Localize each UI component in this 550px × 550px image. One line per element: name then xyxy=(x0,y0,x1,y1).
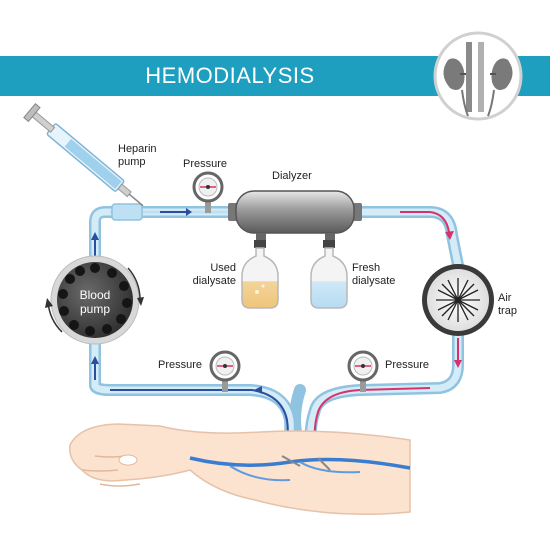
kidney-icon xyxy=(433,31,523,121)
pressure-gauge-icon xyxy=(209,350,241,392)
dialyzer-label: Dialyzer xyxy=(272,170,312,182)
syringe-icon xyxy=(23,103,144,207)
air-trap-label: Air trap xyxy=(498,292,517,318)
bottle-icon xyxy=(241,240,279,309)
pressure-right-label: Pressure xyxy=(385,359,430,371)
air-trap-icon xyxy=(422,264,494,336)
pressure-gauge-icon xyxy=(347,350,379,392)
air-trap-label-line2: trap xyxy=(498,305,517,317)
diagram-title: HEMODIALYSIS xyxy=(145,63,315,88)
pressure-gauge-icon xyxy=(192,171,224,213)
bottle-icon xyxy=(310,240,348,309)
arm-icon xyxy=(69,423,411,516)
used-dialysate-label: Used dialysate xyxy=(184,262,236,288)
blood-pump-label-line1: Blood xyxy=(79,288,111,302)
pressure-left-label: Pressure xyxy=(158,359,203,371)
air-trap-label-line1: Air xyxy=(498,292,512,304)
fresh-dialysate-label: Fresh dialysate xyxy=(352,262,395,288)
used-dialysate-label-line1: Used xyxy=(210,262,236,274)
used-dialysate-label-line2: dialysate xyxy=(192,275,236,287)
blood-pump-label: Blood pump xyxy=(70,288,120,316)
dialyzer-icon xyxy=(228,190,362,243)
blood-pump-icon xyxy=(45,255,144,345)
fresh-dialysate-label-line2: dialysate xyxy=(352,275,396,287)
heparin-pump-label-line2: pump xyxy=(118,156,146,168)
heparin-pump-label: Heparin pump xyxy=(118,143,157,169)
heparin-pump-label-line1: Heparin xyxy=(118,143,157,155)
blood-pump-label-line2: pump xyxy=(79,302,111,316)
fresh-dialysate-label-line1: Fresh xyxy=(352,262,381,274)
pressure-top-label: Pressure xyxy=(183,158,228,170)
